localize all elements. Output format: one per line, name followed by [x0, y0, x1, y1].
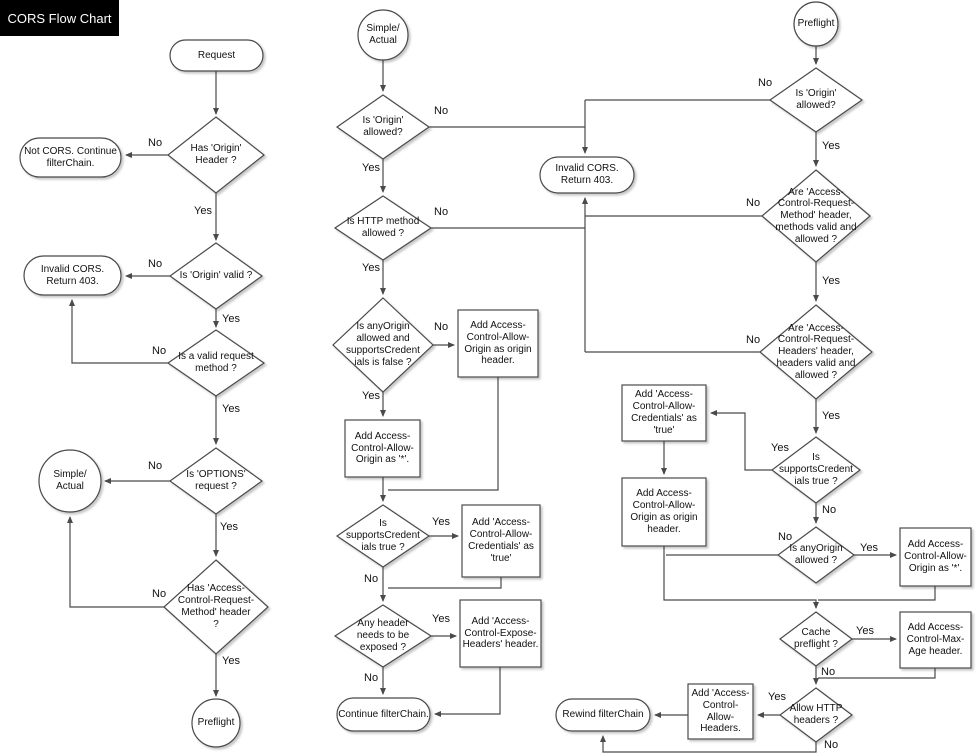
connector-line [388, 377, 499, 491]
add-acah-process [687, 683, 754, 740]
connector-line [600, 735, 817, 753]
connector-line [434, 667, 501, 717]
add-acao-star-mid-process [344, 419, 421, 478]
connector-line [818, 668, 936, 679]
http-method-decision [333, 195, 433, 261]
allow-http-headers-decision [779, 687, 853, 743]
add-aceh-process [459, 599, 542, 668]
supports-cred-right-decision [771, 436, 861, 504]
invalid-cors-left-terminator [23, 255, 122, 296]
simple-actual-left-connector [38, 449, 102, 513]
connectors [67, 46, 936, 753]
acrm-valid-decision [761, 169, 871, 263]
add-acao-origin-right-process [621, 477, 707, 547]
anyorigin-supports-decision [332, 297, 434, 393]
connector-line [710, 410, 772, 471]
add-acac-true-mid-process [461, 504, 541, 578]
connector-line [69, 299, 168, 364]
add-acao-origin-mid-process [457, 309, 539, 378]
has-acrm-decision [163, 559, 269, 655]
supports-cred-mid-decision [335, 504, 431, 568]
preflight-right-connector [793, 1, 839, 47]
rewind-filterchain-terminator [555, 698, 651, 732]
add-max-age-process [899, 611, 972, 669]
connector-line [67, 516, 164, 608]
has-origin-decision [167, 116, 265, 194]
add-acac-true-right-process [621, 384, 707, 442]
acrh-valid-decision [759, 304, 873, 400]
request-terminator [169, 39, 264, 72]
anyorigin-allowed-decision [776, 526, 856, 584]
valid-method-decision [166, 329, 266, 397]
flowchart-nodes [19, 1, 972, 748]
right-origin-allowed-decision [768, 67, 864, 133]
simple-actual-mid-connector [357, 9, 409, 61]
origin-valid-decision [168, 242, 264, 310]
any-header-exposed-decision [333, 604, 433, 668]
preflight-left-connector [191, 698, 241, 748]
connector-line [818, 586, 936, 601]
options-request-decision [168, 447, 264, 515]
continue-filterchain-terminator [336, 697, 431, 732]
connector-line [388, 577, 502, 589]
not-cors-terminator [19, 137, 122, 178]
connector-line [663, 546, 819, 609]
mid-origin-allowed-decision [335, 94, 431, 160]
chart-title: CORS Flow Chart [0, 0, 119, 36]
invalid-cors-mid-terminator [539, 156, 635, 194]
add-acao-star-right-process [899, 527, 972, 587]
cache-preflight-decision [779, 611, 853, 667]
